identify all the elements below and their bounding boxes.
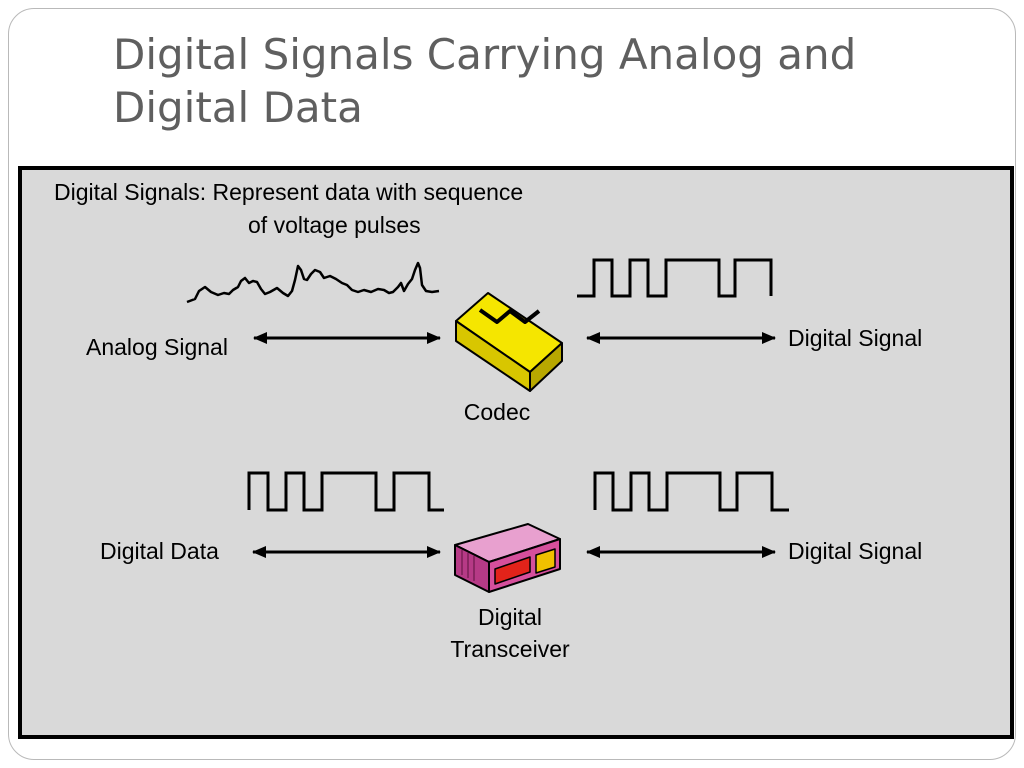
slide-title-line1: Digital Signals Carrying Analog and <box>113 30 857 79</box>
definition-line1: Digital Signals: Represent data with seq… <box>54 179 524 205</box>
definition-line2: of voltage pulses <box>248 212 421 238</box>
analog-signal-label: Analog Signal <box>86 334 228 360</box>
slide-frame <box>8 8 1016 760</box>
diagram-panel <box>18 166 1014 739</box>
digital-signal-label-top: Digital Signal <box>788 325 923 351</box>
digital-signal-label-bottom: Digital Signal <box>788 538 923 564</box>
slide-title-line2: Digital Data <box>113 83 363 132</box>
analog-waveform <box>186 261 440 304</box>
digital-waveform-bottom <box>593 471 789 512</box>
transceiver-label-line2: Transceiver <box>450 636 570 662</box>
digital-waveform-data <box>247 471 444 512</box>
transceiver-label-line1: Digital <box>478 604 542 630</box>
transceiver-box-icon <box>454 523 561 593</box>
digital-data-label: Digital Data <box>100 538 219 564</box>
slide-title: Digital Signals Carrying Analog and Digi… <box>113 28 993 134</box>
digital-waveform-top <box>577 258 773 298</box>
codec-label: Codec <box>463 399 531 425</box>
codec-chip-icon <box>455 292 563 392</box>
